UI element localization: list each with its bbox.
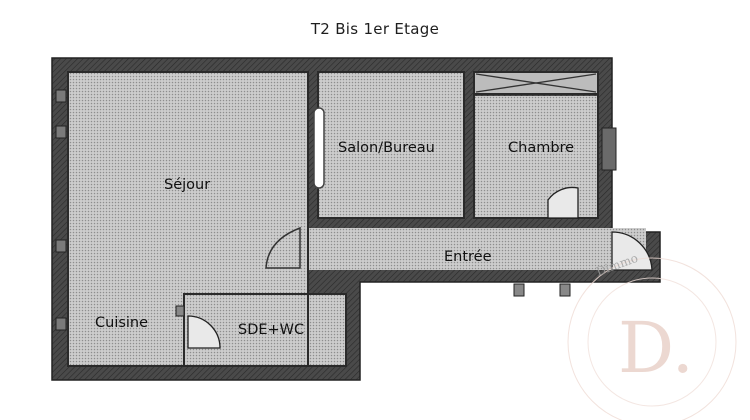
chambre-window [601,127,617,171]
room-label-salon: Salon/Bureau [338,140,435,156]
entree-alcove [265,226,301,269]
sliding-partition [313,107,325,189]
room-label-cuisine: Cuisine [95,315,148,331]
chambre-floor [474,96,598,218]
room-label-chambre: Chambre [508,140,574,156]
entree-floor [300,228,646,270]
room-label-entree: Entrée [444,249,492,265]
closet-cross [475,73,597,93]
windows-left [55,89,67,331]
watermark-monogram: D. [618,307,694,389]
door-swings [187,186,653,349]
wall-details [175,283,571,317]
room-label-sde: SDE+WC [238,322,304,338]
interior-walls [67,71,599,367]
salon-floor [318,72,464,218]
plan-title: T2 Bis 1er Etage [310,20,440,38]
room-label-sejour: Séjour [164,177,210,193]
